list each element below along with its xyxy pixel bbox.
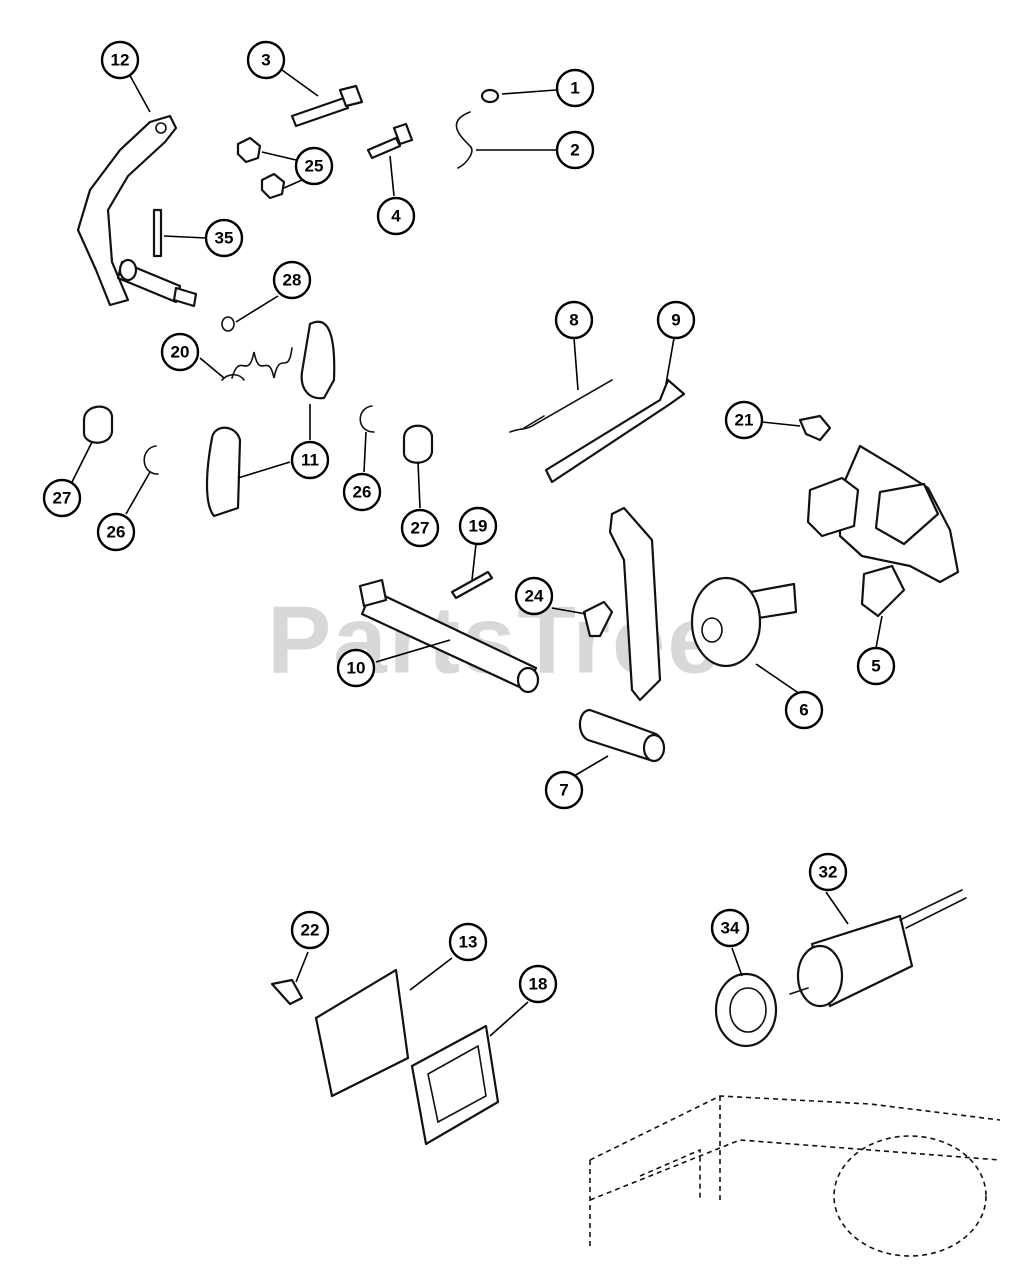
callout-8: 8: [554, 300, 594, 340]
callout-26: 26: [96, 512, 136, 552]
callout-20: 20: [160, 332, 200, 372]
callout-9: 9: [656, 300, 696, 340]
part-24-screw: [582, 600, 614, 638]
part-35-pin: [152, 208, 163, 258]
svg-text:12: 12: [111, 51, 130, 70]
part-18-gasket: [410, 1024, 500, 1146]
callout-21: 21: [724, 400, 764, 440]
callout-6: 6: [784, 690, 824, 730]
part-32-solenoid: [789, 889, 967, 1008]
part-7-arm: [578, 506, 666, 763]
part-12-lever: [76, 114, 198, 308]
svg-text:4: 4: [391, 207, 401, 226]
svg-text:20: 20: [171, 343, 190, 362]
callout-25: 25: [294, 146, 334, 186]
part-26-ring: [359, 405, 375, 433]
svg-text:13: 13: [459, 933, 478, 952]
part-6-disc: [690, 576, 798, 668]
part-5-assembly: [806, 444, 960, 618]
svg-text:11: 11: [301, 451, 319, 470]
part-28-ring: [221, 316, 235, 332]
svg-text:1: 1: [570, 79, 579, 98]
part-3-bolt: [290, 84, 364, 128]
callout-2: 2: [555, 130, 595, 170]
svg-text:3: 3: [261, 51, 270, 70]
callout-13: 13: [448, 922, 488, 962]
part-25-nut: [260, 172, 286, 200]
callout-1: 1: [555, 68, 595, 108]
callout-34: 34: [710, 908, 750, 948]
svg-text:6: 6: [799, 701, 808, 720]
part-26-ring: [143, 445, 159, 475]
callout-11: 11: [290, 440, 330, 480]
part-34-nut: [714, 972, 778, 1048]
callout-19: 19: [458, 506, 498, 546]
leader-lines: [71, 69, 883, 1037]
part-27-nut: [82, 405, 114, 444]
svg-text:34: 34: [721, 919, 740, 938]
callout-18: 18: [518, 964, 558, 1004]
part-8-rod: [509, 379, 613, 433]
part-2-clip: [455, 111, 473, 169]
callout-28: 28: [272, 260, 312, 300]
callout-27: 27: [42, 478, 82, 518]
part-11-plate: [300, 320, 336, 400]
svg-text:32: 32: [819, 863, 838, 882]
svg-text:18: 18: [529, 975, 548, 994]
svg-text:9: 9: [671, 311, 680, 330]
callout-26: 26: [342, 472, 382, 512]
callout-12: 12: [100, 40, 140, 80]
engine-block-outline: [589, 1095, 1001, 1257]
svg-text:27: 27: [411, 519, 430, 538]
svg-text:25: 25: [305, 157, 324, 176]
svg-text:8: 8: [569, 311, 578, 330]
callout-10: 10: [336, 648, 376, 688]
svg-text:10: 10: [347, 659, 366, 678]
callout-3: 3: [246, 40, 286, 80]
svg-text:28: 28: [283, 271, 302, 290]
part-21-screw: [798, 414, 832, 442]
part-1-cap: [480, 88, 500, 104]
part-11-plate: [205, 426, 242, 518]
part-13-plate: [314, 968, 410, 1098]
svg-text:5: 5: [871, 657, 880, 676]
callout-4: 4: [376, 196, 416, 236]
callout-32: 32: [808, 852, 848, 892]
svg-text:35: 35: [215, 229, 234, 248]
part-4-screw: [366, 122, 414, 160]
callout-22: 22: [290, 910, 330, 950]
part-spring: [221, 347, 293, 381]
callout-27: 27: [400, 508, 440, 548]
svg-text:22: 22: [301, 921, 320, 940]
svg-text:26: 26: [353, 483, 372, 502]
svg-text:19: 19: [469, 517, 488, 536]
svg-text:7: 7: [559, 781, 568, 800]
part-9-bar: [544, 378, 686, 484]
svg-text:26: 26: [107, 523, 126, 542]
svg-text:21: 21: [735, 411, 754, 430]
part-22-screw: [270, 978, 304, 1006]
svg-text:27: 27: [53, 489, 72, 508]
part-25-nut: [236, 136, 262, 164]
callout-5: 5: [856, 646, 896, 686]
part-27-nut: [402, 424, 434, 464]
svg-text:24: 24: [525, 587, 544, 606]
callout-7: 7: [544, 770, 584, 810]
svg-text:2: 2: [570, 141, 579, 160]
callout-24: 24: [514, 576, 554, 616]
part-19-pin: [450, 570, 494, 600]
callout-35: 35: [204, 218, 244, 258]
